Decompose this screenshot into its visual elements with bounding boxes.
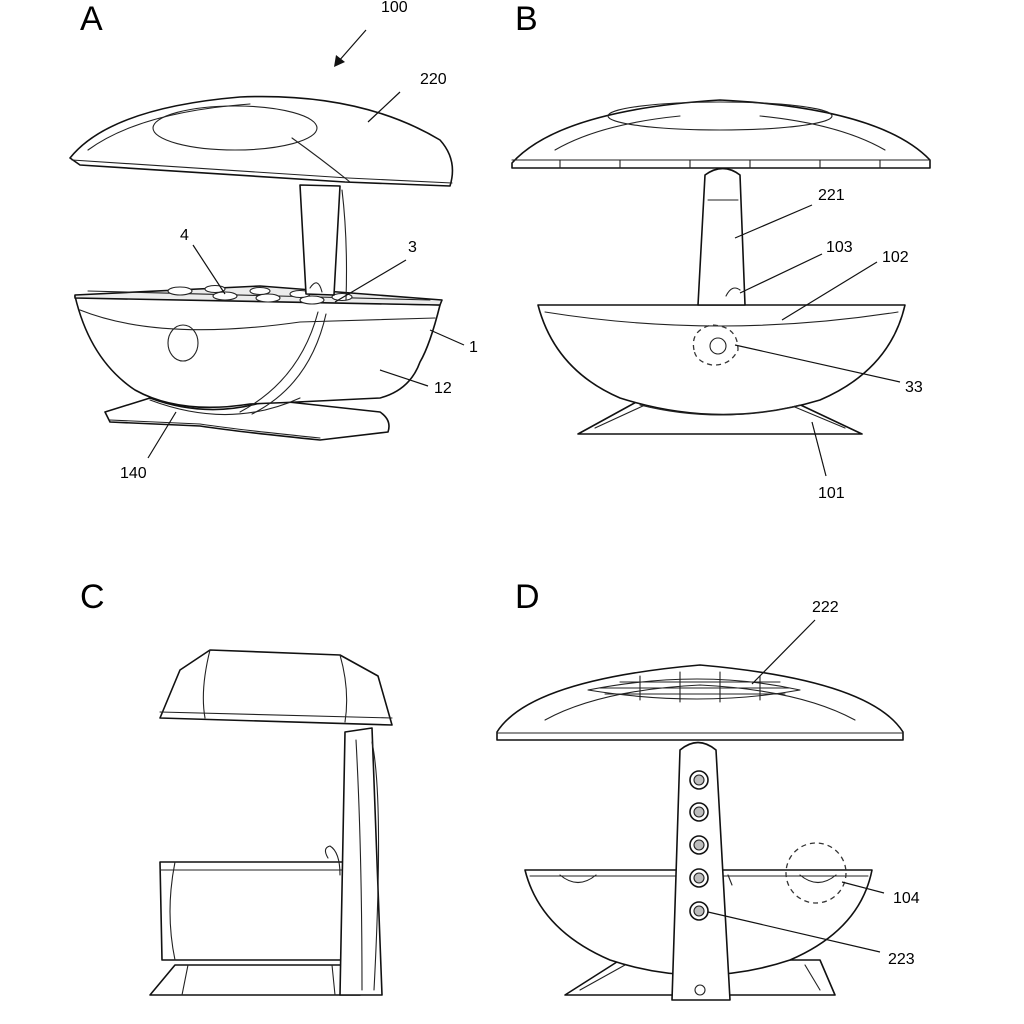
leader-104 (841, 881, 885, 894)
pod-hole (299, 295, 325, 305)
leader-3 (334, 259, 407, 303)
lamp-hood-c-edge (159, 711, 393, 719)
lamp-hood-d-ridges (544, 684, 856, 721)
label-221: 221 (818, 187, 845, 204)
label-100: 100 (381, 0, 408, 16)
lamp-hood-b-ridges (554, 115, 886, 151)
grille-outline (587, 678, 801, 700)
bowl-b-window-inner (709, 337, 727, 355)
bowl-a-seam (239, 311, 319, 413)
pod-hole (167, 286, 193, 296)
leader-1 (429, 329, 465, 346)
leader-223 (707, 911, 881, 953)
label-33: 33 (905, 379, 923, 396)
label-12: 12 (434, 380, 452, 397)
post-d-hook (727, 874, 733, 886)
bowl-b-rim-line (544, 311, 899, 327)
leader-102 (781, 261, 878, 321)
bowl-b-bottom-band (639, 404, 801, 416)
lamp-hood-a (69, 95, 454, 187)
label-104: 104 (893, 890, 920, 907)
pod-hole (249, 286, 271, 296)
lamp-hood-a-edge (71, 159, 453, 184)
post-b (697, 167, 746, 306)
label-1: 1 (469, 339, 478, 356)
pod-hole (255, 293, 281, 303)
lamp-hood-d (496, 664, 904, 741)
bowl-d-notch-right (799, 874, 837, 884)
lamp-hood-b (511, 99, 931, 169)
label-222: 222 (812, 599, 839, 616)
stand-base-c (149, 964, 361, 996)
lamp-hood-a-ridge-2 (291, 137, 351, 183)
control-buttons-d (689, 770, 709, 996)
pod-hole (331, 292, 353, 302)
label-4: 4 (180, 227, 189, 244)
leader-222 (751, 619, 816, 685)
leader-221 (734, 204, 813, 239)
post-b-hook (725, 287, 741, 297)
detail-circle-104 (785, 842, 847, 904)
post-c-tube (371, 741, 380, 991)
leader-4 (192, 244, 226, 295)
panel-b: B 221 103 102 33 101 (511, 0, 931, 502)
pod-hole (212, 291, 238, 301)
bowl-a (74, 295, 441, 409)
bowl-b-hidden-window (692, 324, 739, 366)
label-140: 140 (120, 465, 147, 482)
bowl-a-bottom-band (149, 397, 301, 416)
lamp-hood-b-top-panel (607, 101, 833, 131)
stand-base-a-edge (109, 419, 321, 439)
lamp-hood-c (159, 649, 393, 726)
stand-base-d-inner (579, 964, 821, 991)
post-a-hook (309, 282, 323, 293)
post-c-hook (324, 845, 341, 876)
panel-c: C (80, 578, 393, 996)
arrowhead-100 (334, 55, 345, 67)
control-button-core (693, 905, 705, 917)
stand-base-b-inner (594, 404, 846, 429)
post-c-edge (355, 739, 363, 991)
leader-12 (379, 369, 429, 387)
control-button-core (693, 806, 705, 818)
panel-c-letter: C (80, 578, 105, 616)
bowl-b (537, 304, 906, 416)
post-a (299, 184, 341, 296)
grille-dividers (639, 671, 761, 703)
label-102: 102 (882, 249, 909, 266)
leader-140 (147, 411, 177, 459)
bowl-a-rim-line (79, 309, 436, 331)
bowl-a-window (167, 324, 199, 362)
label-223: 223 (888, 951, 915, 968)
leader-103 (739, 253, 823, 294)
panel-a-letter: A (80, 0, 103, 38)
stand-base-c-inner (181, 964, 336, 996)
label-101: 101 (818, 485, 845, 502)
arrow-100 (337, 29, 367, 63)
control-button-core (693, 872, 705, 884)
panel-a: A 100 (69, 0, 478, 482)
control-button-core (693, 774, 705, 786)
bowl-a-seam-2 (251, 313, 327, 415)
post-a-tube (341, 189, 348, 301)
tank-c (159, 861, 366, 961)
control-button-core (693, 839, 705, 851)
label-220: 220 (420, 71, 447, 88)
lamp-hood-a-top-panel (152, 105, 318, 151)
panel-b-letter: B (515, 0, 538, 38)
panel-d: D (496, 578, 920, 1001)
leader-33 (734, 344, 901, 383)
panel-d-letter: D (515, 578, 540, 616)
bowl-d-notch-left (559, 874, 597, 884)
label-3: 3 (408, 239, 417, 256)
label-103: 103 (826, 239, 853, 256)
leader-220 (367, 91, 401, 123)
lamp-hood-b-ribs (559, 159, 881, 169)
leader-101 (811, 421, 827, 477)
post-d-foot-hole (694, 984, 706, 996)
lamp-hood-a-ridge (87, 103, 251, 151)
